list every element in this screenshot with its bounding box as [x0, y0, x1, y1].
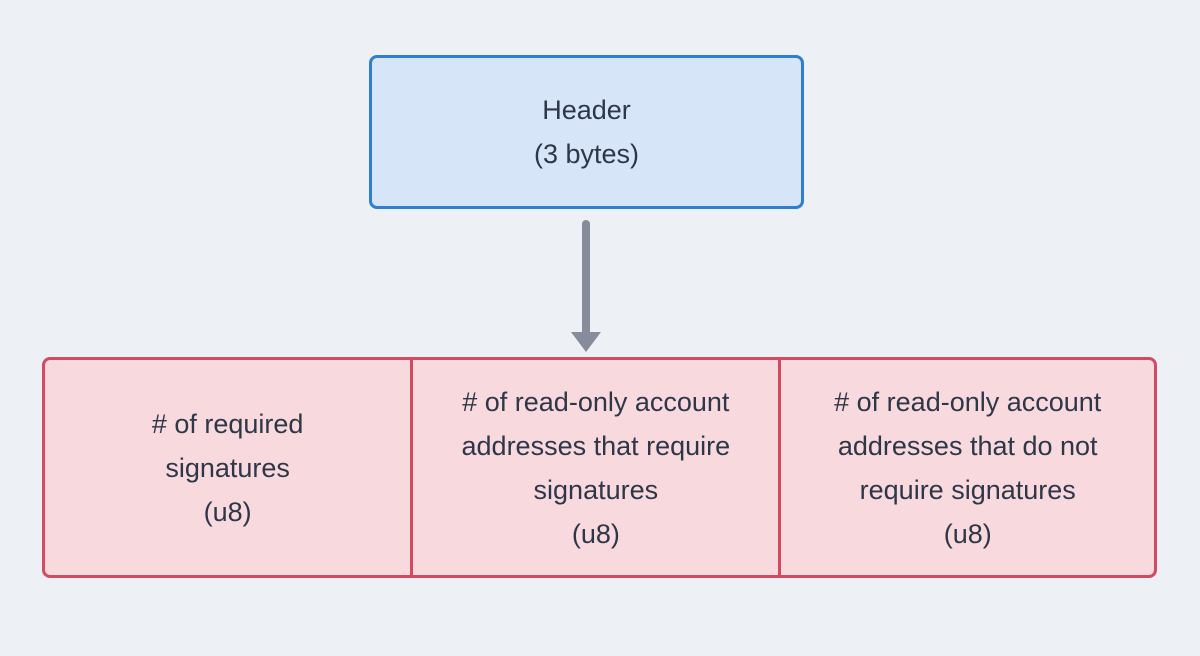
- byte-box-readonly-unsigned: # of read-only account addresses that do…: [778, 357, 1157, 578]
- byte-box-required-signatures: # of required signatures (u8): [42, 357, 414, 578]
- header-node: Header (3 bytes): [369, 55, 804, 209]
- byte-box-readonly-signed: # of read-only account addresses that re…: [410, 357, 782, 578]
- byte-box-label: # of read-only account addresses that do…: [834, 386, 1102, 549]
- down-arrow-head: [571, 332, 601, 352]
- byte-boxes-row: # of required signatures (u8) # of read-…: [42, 357, 1157, 578]
- header-node-label: Header (3 bytes): [533, 95, 640, 169]
- down-arrow-icon: [571, 220, 601, 352]
- down-arrow-shaft: [582, 220, 590, 338]
- byte-box-label: # of read-only account addresses that re…: [461, 386, 731, 549]
- byte-box-label: # of required signatures (u8): [151, 408, 304, 527]
